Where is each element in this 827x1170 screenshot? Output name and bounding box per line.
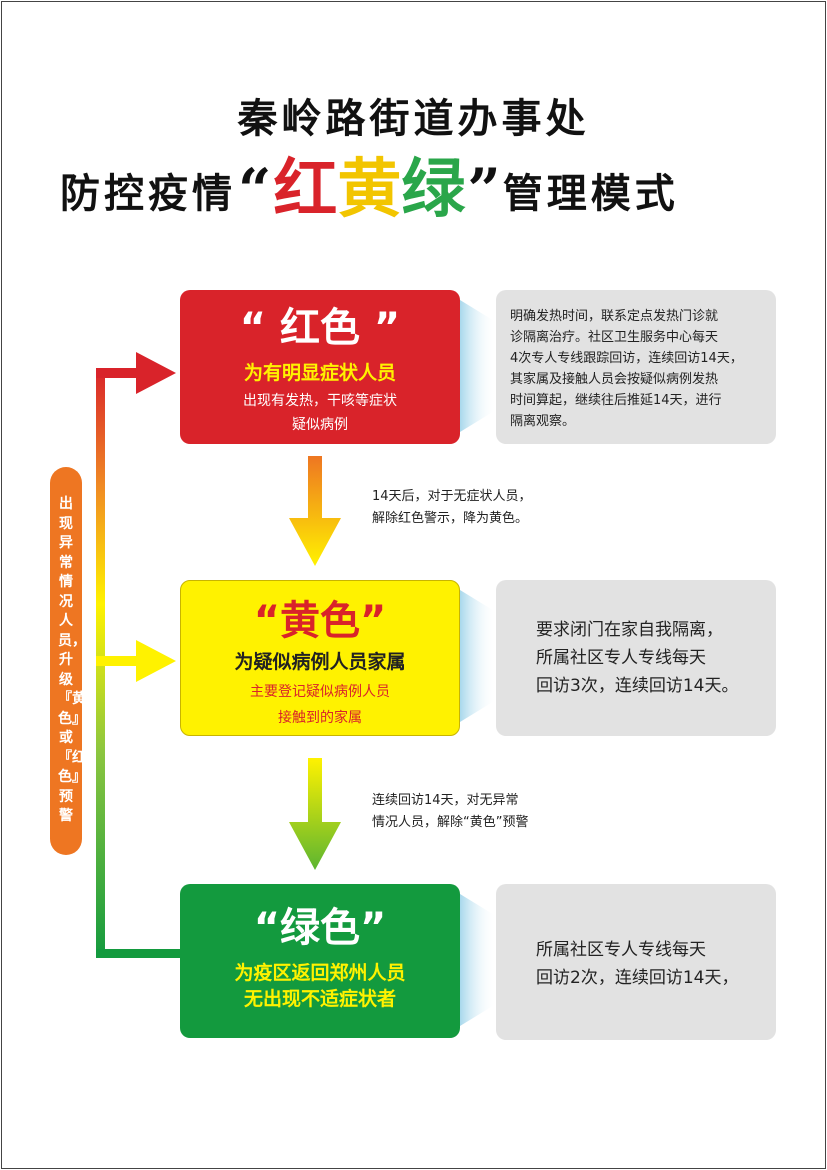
red-measures-box: 明确发热时间，联系定点发热门诊就 诊隔离治疗。社区卫生服务中心每天 4次专人专线… <box>496 290 776 444</box>
arrow-to-red-icon <box>136 352 176 394</box>
red-measure-line: 隔离观察。 <box>510 414 576 429</box>
red-measure-line: 4次专人专线跟踪回访，连续回访14天， <box>510 351 743 366</box>
yellow-measure-line: 回访3次，连续回访14天。 <box>536 676 739 696</box>
red-desc-line: 出现有发热，干咳等症状 <box>243 393 397 409</box>
yellow-desc-line: 主要登记疑似病例人员 <box>250 684 390 700</box>
title-yellow-char: 黄 <box>337 153 402 227</box>
arrow-to-yellow-shaft <box>96 656 144 666</box>
red-measure-line: 其家属及接触人员会按疑似病例发热 <box>510 372 719 387</box>
connector-red <box>460 300 496 432</box>
yellow-measure-line: 要求闭门在家自我隔离， <box>536 620 723 640</box>
arrow-to-red-shaft <box>96 368 144 378</box>
arrow-down-yellow-to-green-icon <box>289 758 341 870</box>
red-subtitle: 为有明显症状人员 <box>243 362 396 384</box>
red-heading: “ 红色 ” <box>239 305 401 351</box>
arrow-down-red-to-yellow-icon <box>289 456 341 566</box>
green-measure-line: 所属社区专人专线每天 <box>536 940 706 960</box>
escalation-side-label: 出现异常情况人员，升级『黄色』或『红色』预警 <box>50 467 86 855</box>
red-measure-line: 明确发热时间，联系定点发热门诊就 <box>510 309 719 324</box>
page-title-line1: 秦岭路街道办事处 <box>237 95 590 142</box>
transition-note-red-to-yellow: 14天后，对于无症状人员， 解除红色警示，降为黄色。 <box>372 486 532 530</box>
green-measures-box: 所属社区专人专线每天 回访2次，连续回访14天， <box>496 884 776 1040</box>
green-subtitle-line: 为疫区返回郑州人员 <box>234 962 406 984</box>
title-quote-close: ” <box>467 156 501 224</box>
yellow-level-box: “黄色” 为疑似病例人员家属 主要登记疑似病例人员 接触到的家属 <box>180 580 460 736</box>
title-prefix: 防控疫情 <box>60 170 236 217</box>
title-red-char: 红 <box>273 153 338 227</box>
green-measure-line: 回访2次，连续回访14天， <box>536 968 739 988</box>
yellow-measure-line: 所属社区专人专线每天 <box>536 648 706 668</box>
red-measure-line: 诊隔离治疗。社区卫生服务中心每天 <box>510 330 719 345</box>
title-quote-open: “ <box>238 156 272 224</box>
transition-line: 14天后，对于无症状人员， <box>372 489 532 504</box>
title-suffix: 管理模式 <box>502 170 679 217</box>
yellow-desc-line: 接触到的家属 <box>278 710 362 726</box>
yellow-subtitle: 为疑似病例人员家属 <box>234 651 406 673</box>
escalation-text: 出现异常情况人员，升级『黄色』或『红色』预警 <box>58 496 86 825</box>
arrow-to-yellow-icon <box>136 640 176 682</box>
green-heading: “绿色” <box>253 905 387 951</box>
title-green-char: 绿 <box>401 153 466 227</box>
transition-line: 连续回访14天，对无异常 <box>372 793 519 808</box>
feedback-line-bottom <box>96 949 180 958</box>
connector-green <box>460 894 496 1026</box>
transition-line: 情况人员，解除“黄色”预警 <box>372 815 529 830</box>
red-desc-line: 疑似病例 <box>292 417 348 433</box>
connector-yellow <box>460 590 496 722</box>
red-measure-line: 时间算起，继续往后推延14天，进行 <box>510 393 722 408</box>
red-level-box: “ 红色 ” 为有明显症状人员 出现有发热，干咳等症状 疑似病例 <box>180 290 460 444</box>
yellow-heading: “黄色” <box>253 598 387 644</box>
transition-note-yellow-to-green: 连续回访14天，对无异常 情况人员，解除“黄色”预警 <box>372 790 528 834</box>
yellow-measures-box: 要求闭门在家自我隔离， 所属社区专人专线每天 回访3次，连续回访14天。 <box>496 580 776 736</box>
green-subtitle-line: 无出现不适症状者 <box>243 988 396 1010</box>
green-level-box: “绿色” 为疫区返回郑州人员 无出现不适症状者 <box>180 884 460 1038</box>
page-title-line2: 防控疫情 “ 红 黄 绿 ” 管理模式 <box>60 150 679 230</box>
transition-line: 解除红色警示，降为黄色。 <box>372 511 529 526</box>
